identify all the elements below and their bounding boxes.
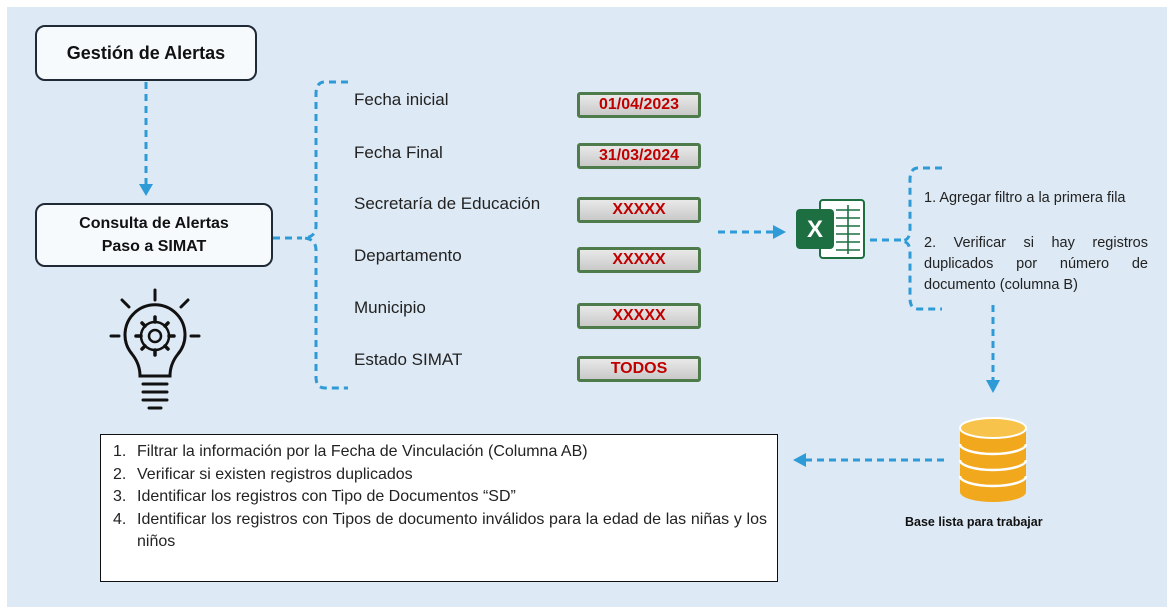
consulta-alertas-line1: Consulta de Alertas	[79, 215, 229, 232]
gestion-alertas-box: Gestión de Alertas	[35, 25, 257, 81]
parameters-bracket	[303, 80, 348, 390]
excel-step-2: 2. Verificar si hay registros duplicados…	[924, 235, 1148, 293]
gestion-alertas-title: Gestión de Alertas	[66, 42, 226, 63]
arrowhead-down-1	[139, 184, 153, 196]
lightbulb-gear-icon	[109, 288, 201, 410]
arrowhead-left-1	[793, 453, 806, 467]
instruction-item: 3. Identificar los registros con Tipo de…	[113, 488, 516, 506]
param-value-fecha-inicial: 01/04/2023	[577, 92, 701, 118]
param-value-municipio: XXXXX	[577, 303, 701, 329]
arrowhead-down-2	[986, 380, 1000, 393]
database-icon	[958, 417, 1028, 502]
instructions-box: 1. Filtrar la información por la Fecha d…	[100, 434, 778, 582]
excel-icon: X	[796, 199, 865, 259]
param-label-estado-simat: Estado SIMAT	[354, 350, 463, 369]
param-value-estado-simat: TODOS	[577, 356, 701, 382]
instruction-item: 4. Identificar los registros con Tipos d…	[113, 510, 767, 551]
arrowhead-right-1	[773, 225, 786, 239]
steps-bracket	[901, 166, 942, 311]
param-label-secretaria: Secretaría de Educación	[354, 194, 541, 213]
instruction-item: 2. Verificar si existen registros duplic…	[113, 465, 413, 483]
param-value-secretaria: XXXXX	[577, 197, 701, 223]
param-label-fecha-final: Fecha Final	[354, 143, 443, 162]
param-value-fecha-final: 31/03/2024	[577, 143, 701, 169]
instruction-item: 1. Filtrar la información por la Fecha d…	[113, 443, 588, 460]
param-label-fecha-inicial: Fecha inicial	[354, 90, 449, 109]
param-label-municipio: Municipio	[354, 298, 426, 317]
excel-letter: X	[807, 216, 823, 243]
param-value-departamento: XXXXX	[577, 247, 701, 273]
excel-step-1: 1. Agregar filtro a la primera fila	[924, 190, 1126, 206]
consulta-alertas-line2: Paso a SIMAT	[101, 238, 207, 255]
consulta-alertas-box: Consulta de Alertas Paso a SIMAT	[35, 203, 273, 267]
param-label-departamento: Departamento	[354, 246, 462, 265]
database-caption: Base lista para trabajar	[905, 515, 1043, 529]
